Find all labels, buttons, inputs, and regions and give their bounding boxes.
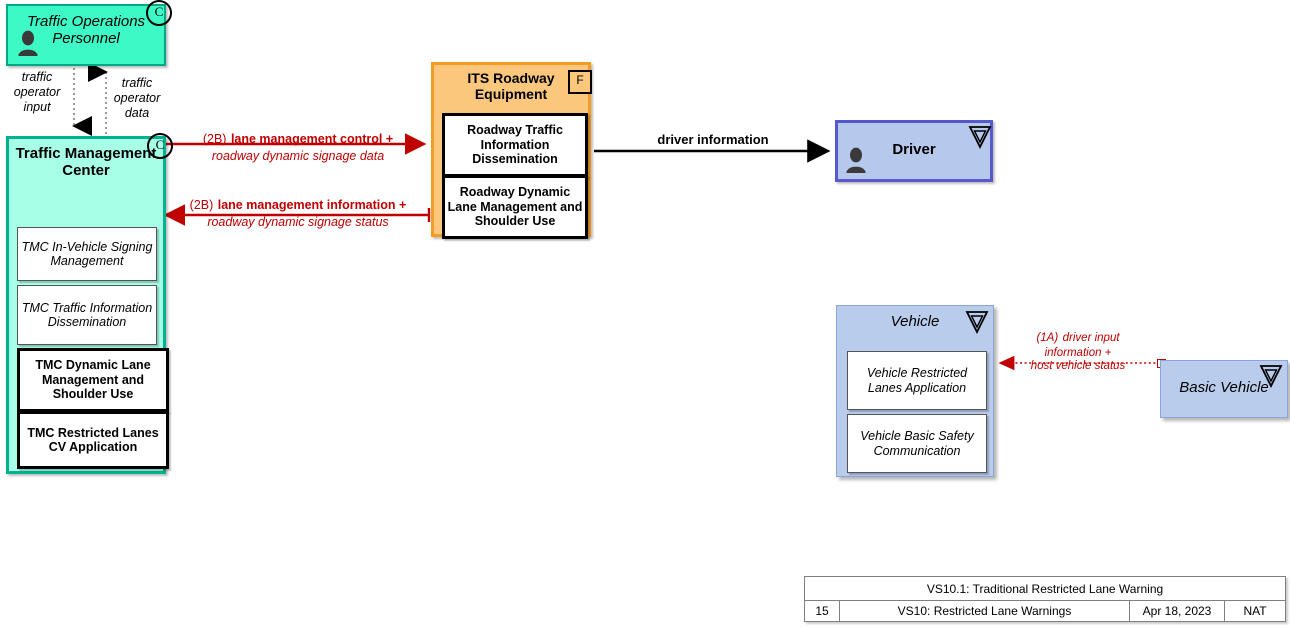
object-title: ITS Roadway Equipment <box>467 70 555 103</box>
flow-detail: roadway dynamic signage status <box>207 214 389 229</box>
flow-label-lane-management-control: (2B) lane management control + roadway d… <box>176 130 420 164</box>
flow-label-traffic-operator-data: traffic operator data <box>113 76 161 120</box>
object-title: Driver <box>892 141 936 158</box>
flow-detail-line3: host vehicle status <box>1030 360 1126 373</box>
application-tmc-dynamic-lane-management-and-shoulder-use[interactable]: TMC Dynamic Lane Management and Shoulder… <box>17 348 169 412</box>
flow-label-driver-information: driver information <box>657 132 769 147</box>
object-title: Basic Vehicle <box>1179 379 1269 396</box>
object-driver[interactable]: Driver <box>835 120 993 182</box>
application-tmc-in-vehicle-signing-management[interactable]: TMC In-Vehicle Signing Management <box>17 227 157 281</box>
title-block-scope-cell: NAT <box>1225 601 1285 621</box>
badge-f-icon: F <box>568 70 592 94</box>
flow-prefix: (1A) <box>1036 332 1059 344</box>
object-its-roadway-equipment[interactable]: ITS Roadway Equipment F Roadway Traffic … <box>431 62 592 239</box>
badge-v-icon <box>965 311 989 334</box>
application-label: Roadway Traffic Information Disseminatio… <box>467 123 563 167</box>
flow-label-traffic-operator-input: traffic operator input <box>13 70 61 114</box>
application-label: TMC Restricted Lanes CV Application <box>27 425 159 455</box>
application-label: Vehicle Restricted Lanes Application <box>866 366 968 395</box>
object-title: Traffic Management Center <box>15 145 157 180</box>
person-icon <box>18 30 38 56</box>
flow-name: lane management information + <box>217 198 407 212</box>
flow-detail-line1: driver input <box>1062 332 1120 344</box>
badge-v-icon <box>968 126 992 149</box>
application-label: Roadway Dynamic Lane Management and Shou… <box>447 185 583 229</box>
flow-label-driver-input-information: (1A) driver input information + host veh… <box>1000 328 1156 374</box>
object-title: Traffic Operations Personnel <box>26 13 146 48</box>
application-roadway-traffic-information-dissemination[interactable]: Roadway Traffic Information Disseminatio… <box>442 113 588 177</box>
application-vehicle-basic-safety-communication[interactable]: Vehicle Basic Safety Communication <box>847 414 987 473</box>
application-label: Vehicle Basic Safety Communication <box>860 429 974 458</box>
flow-label-lane-management-information: (2B) lane management information + roadw… <box>172 196 424 230</box>
object-title: Vehicle <box>890 313 940 330</box>
application-vehicle-restricted-lanes-application[interactable]: Vehicle Restricted Lanes Application <box>847 351 987 410</box>
title-block-date: Apr 18, 2023 <box>1142 604 1212 618</box>
title-block-date-cell: Apr 18, 2023 <box>1130 601 1225 621</box>
object-vehicle[interactable]: Vehicle Vehicle Restricted Lanes Applica… <box>836 305 994 477</box>
object-basic-vehicle[interactable]: Basic Vehicle <box>1160 360 1288 418</box>
flow-name: lane management control + <box>230 132 394 146</box>
title-block-title: VS10.1: Traditional Restricted Lane Warn… <box>926 581 1164 596</box>
title-block: VS10.1: Traditional Restricted Lane Warn… <box>804 576 1286 622</box>
flow-detail-line2: information + <box>1044 346 1112 359</box>
title-block-scope: NAT <box>1243 604 1267 618</box>
flow-detail: roadway dynamic signage data <box>211 148 385 163</box>
title-block-service-cell: VS10: Restricted Lane Warnings <box>840 601 1130 621</box>
badge-c-icon: C <box>146 0 172 26</box>
title-block-service: VS10: Restricted Lane Warnings <box>897 604 1072 618</box>
object-traffic-management-center[interactable]: Traffic Management Center C TMC In-Vehic… <box>6 133 173 474</box>
flow-prefix: (2B) <box>202 132 227 146</box>
title-block-number-cell: 15 <box>805 601 840 621</box>
badge-c-icon: C <box>147 133 173 159</box>
application-label: TMC In-Vehicle Signing Management <box>21 239 153 269</box>
object-traffic-operations-personnel[interactable]: Traffic Operations Personnel C <box>6 0 172 66</box>
title-block-number: 15 <box>815 604 829 618</box>
application-tmc-restricted-lanes-cv-application[interactable]: TMC Restricted Lanes CV Application <box>17 411 169 469</box>
application-roadway-dynamic-lane-management-and-shoulder-use[interactable]: Roadway Dynamic Lane Management and Shou… <box>442 175 588 239</box>
application-label: TMC Traffic Information Dissemination <box>21 300 153 330</box>
flow-prefix: (2B) <box>189 198 214 212</box>
application-label: TMC Dynamic Lane Management and Shoulder… <box>35 358 151 402</box>
title-block-detail-row: 15 VS10: Restricted Lane Warnings Apr 18… <box>805 601 1285 621</box>
application-tmc-traffic-information-dissemination[interactable]: TMC Traffic Information Dissemination <box>17 285 157 345</box>
title-block-title-row: VS10.1: Traditional Restricted Lane Warn… <box>805 577 1285 601</box>
badge-v-icon <box>1259 365 1283 388</box>
person-icon <box>846 147 866 173</box>
